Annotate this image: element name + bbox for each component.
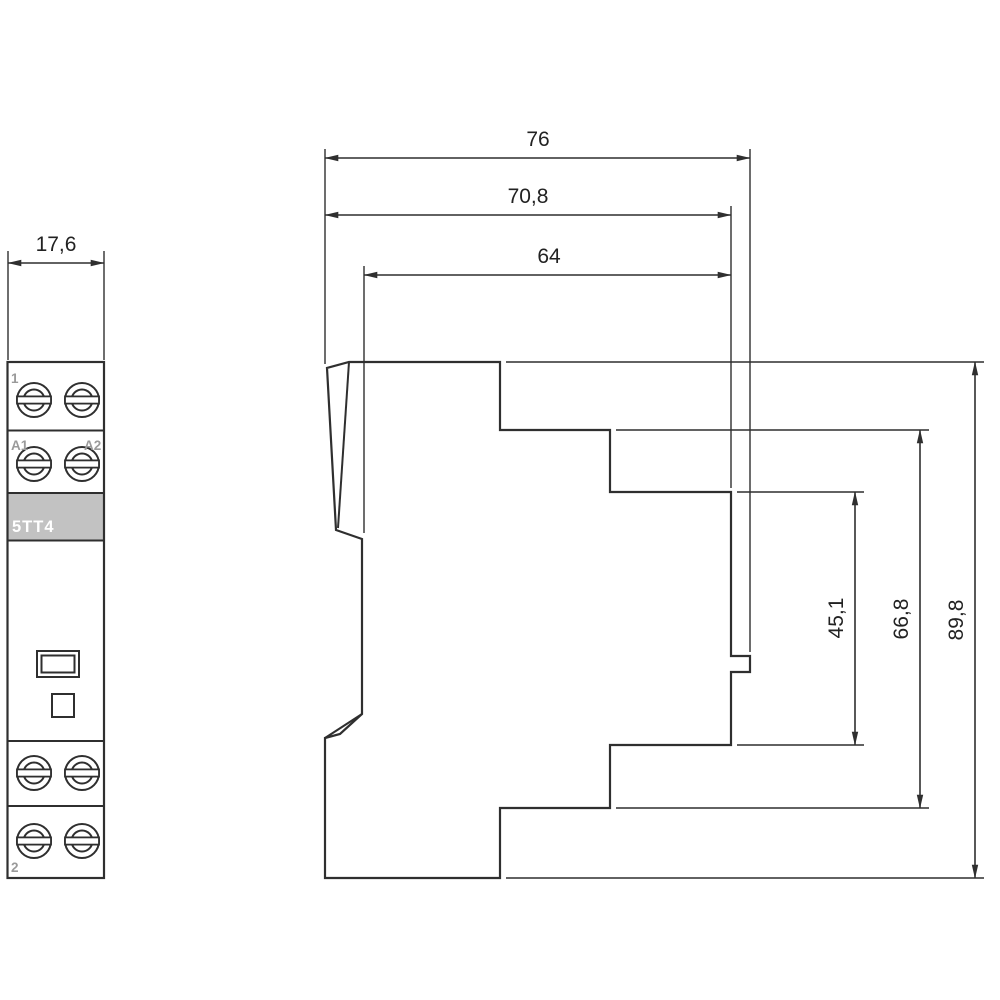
screw-terminal-lower-left xyxy=(16,755,52,791)
rail-clip-detail-line xyxy=(324,713,363,739)
depth-front-dimension: 64 xyxy=(363,245,732,533)
dimension-label-64: 64 xyxy=(537,245,561,268)
height-overall-dimension: 89,8 xyxy=(506,361,984,879)
terminal-label-a2: A2 xyxy=(84,438,101,453)
terminal-label-1: 1 xyxy=(11,371,19,386)
screw-terminal-bottom-right xyxy=(64,823,100,859)
dimension-label-66-8: 66,8 xyxy=(890,599,913,640)
depth-housing-dimension: 70,8 xyxy=(324,185,732,488)
screw-terminal-lower-right xyxy=(64,755,100,791)
selector-square xyxy=(51,693,75,718)
front-housing-outline xyxy=(6,360,106,880)
dimension-label-89-8: 89,8 xyxy=(945,600,968,641)
height-front-dimension: 45,1 xyxy=(737,491,864,746)
dimension-label-70-8: 70,8 xyxy=(508,185,549,208)
indicator-window-inner xyxy=(40,654,76,674)
side-profile-outline xyxy=(323,360,752,880)
front-width-dimension: 17,6 xyxy=(7,233,105,360)
product-label: 5TT4 xyxy=(12,518,55,536)
height-mid-dimension: 66,8 xyxy=(616,429,929,809)
indicator-window-outer xyxy=(36,650,80,678)
terminal-label-2: 2 xyxy=(11,860,19,875)
dimension-label-width: 17,6 xyxy=(36,233,77,256)
screw-terminal-top-right xyxy=(64,382,100,418)
dimension-label-76: 76 xyxy=(526,128,549,151)
side-view: 76 70,8 64 45,1 66,8 xyxy=(323,128,984,880)
product-band xyxy=(8,493,104,540)
screw-terminal-bottom-left xyxy=(16,823,52,859)
back-wedge-line xyxy=(337,361,350,529)
terminal-label-a1: A1 xyxy=(11,438,29,453)
dimension-label-45-1: 45,1 xyxy=(825,598,848,639)
front-view: 17,6 1 A1 A2 5TT4 2 xyxy=(6,233,106,880)
screw-terminal-top-left xyxy=(16,382,52,418)
depth-overall-dimension: 76 xyxy=(324,128,751,652)
